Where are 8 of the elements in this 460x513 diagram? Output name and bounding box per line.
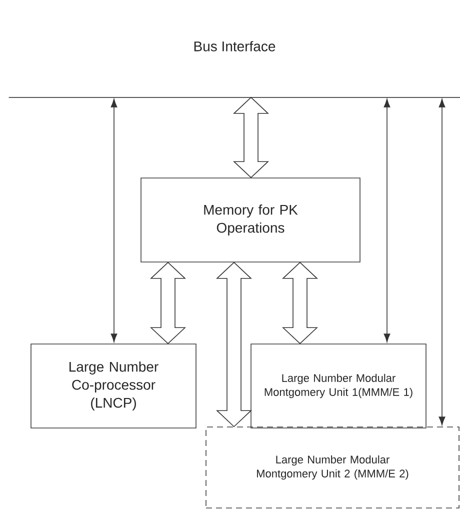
dashed-box: Large Number Modular Montgomery Unit 2 (MMM/E 2) (206, 426, 460, 508)
process-box: Memory for PK Operations (140, 178, 360, 262)
process-box: Large Number Co-processor (LNCP) (30, 344, 196, 428)
process-box: Large Number Modular Montgomery Unit 1(MMM/E 1) (250, 344, 426, 428)
arrow (438, 98, 446, 426)
arrow (384, 98, 390, 342)
bus-line: Bus Interface (8, 41, 460, 98)
arrow (110, 98, 118, 342)
